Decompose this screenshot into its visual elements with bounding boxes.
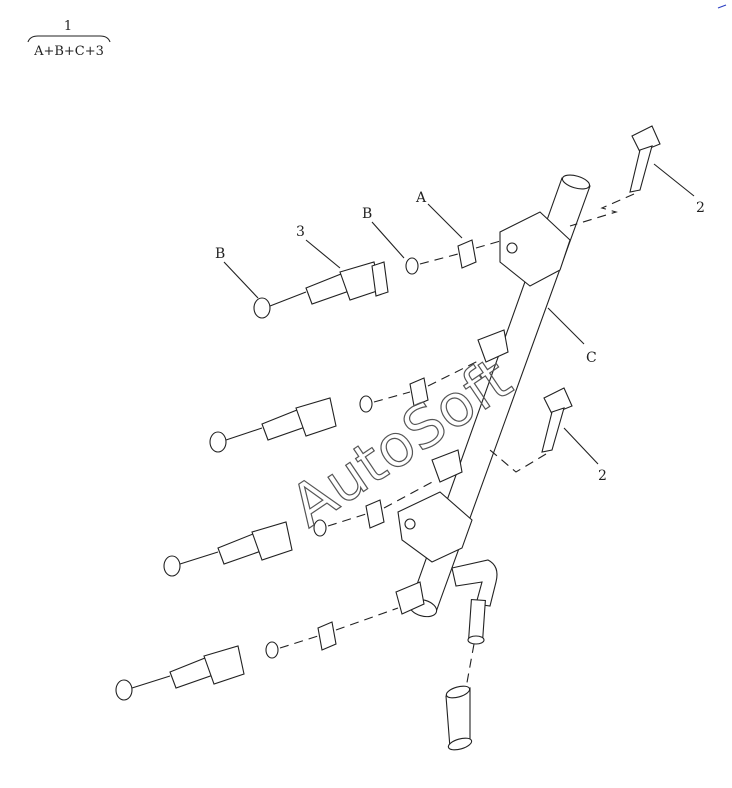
header-numerator: 1 xyxy=(64,19,72,34)
label-bolt-top-2: 2 xyxy=(696,200,705,216)
bolt-top xyxy=(569,125,661,227)
header-fraction: 1 A+B+C+3 xyxy=(27,19,111,59)
injector-row-2 xyxy=(209,359,481,453)
corner-mark xyxy=(717,4,727,9)
label-bolt-mid-2: 2 xyxy=(598,468,607,484)
header-bracket xyxy=(27,35,111,43)
fuel-rail xyxy=(395,174,591,751)
bolt-mid xyxy=(489,387,573,473)
label-b-mid: B xyxy=(362,206,372,222)
injector-row-3 xyxy=(163,479,437,577)
header-denominator: A+B+C+3 xyxy=(33,44,104,59)
injector-row-1 xyxy=(253,239,505,319)
label-c: C xyxy=(586,350,597,366)
label-injector-3: 3 xyxy=(296,224,305,240)
injector-row-4 xyxy=(115,607,399,701)
leader-lines xyxy=(223,163,695,465)
label-a: A xyxy=(415,190,427,206)
label-b-left: B xyxy=(215,246,225,262)
